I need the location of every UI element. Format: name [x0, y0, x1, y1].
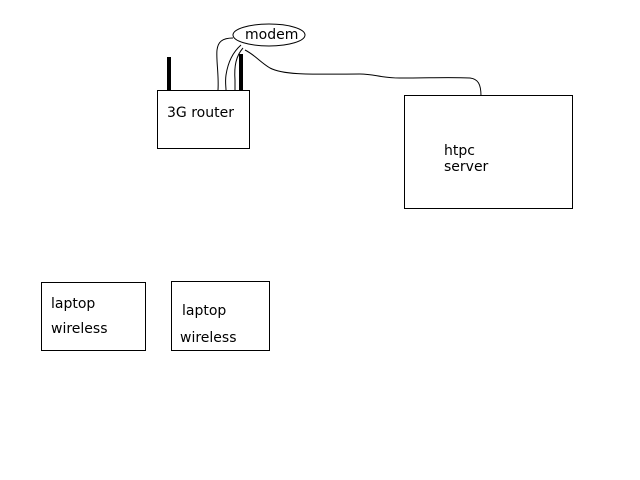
router-node: 3G router	[157, 90, 250, 149]
htpc-server-node: htpc server	[404, 95, 573, 209]
modem-label: modem	[245, 27, 299, 43]
laptop2-label-line2: wireless	[180, 330, 237, 346]
modem-router-cable-right	[225, 44, 242, 91]
modem-htpc-cable	[244, 49, 482, 97]
laptop-node-2: laptop wireless	[171, 281, 270, 351]
laptop2-label-line1: laptop	[182, 303, 227, 319]
laptop1-label-line1: laptop	[51, 296, 96, 312]
modem-shape	[232, 23, 306, 47]
router-label: 3G router	[167, 105, 234, 121]
modem-router-cable-left	[216, 37, 234, 91]
laptop-node-1: laptop wireless	[41, 282, 146, 351]
htpc-label-line1: htpc	[444, 143, 475, 159]
htpc-label-line2: server	[444, 159, 489, 175]
laptop1-label-line2: wireless	[51, 321, 108, 337]
modem-router-cable-strand	[234, 47, 244, 90]
